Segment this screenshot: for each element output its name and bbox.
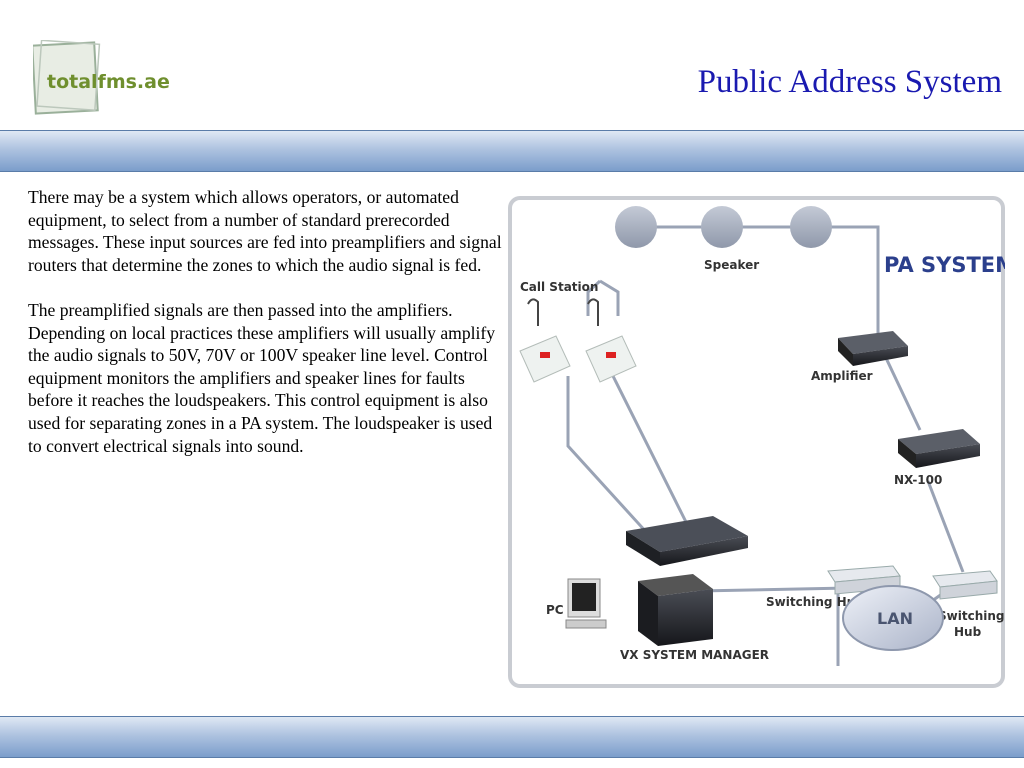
speaker-1 xyxy=(615,206,657,248)
call-station-1 xyxy=(519,298,571,383)
switching-hub-right xyxy=(932,570,998,600)
lan-cloud xyxy=(842,585,944,651)
amplifier-label: Amplifier xyxy=(811,369,873,383)
speaker-label: Speaker xyxy=(704,258,759,272)
amplifier-device xyxy=(838,331,908,366)
vx-manager-label: VX SYSTEM MANAGER xyxy=(620,648,769,662)
lan-label: LAN xyxy=(877,609,913,628)
nx100-device xyxy=(898,429,980,468)
call-station-2 xyxy=(585,298,637,383)
logo-text: totalfms.ae xyxy=(47,71,170,93)
body-text: There may be a system which allows opera… xyxy=(28,186,506,480)
diagram-title: PA SYSTEM xyxy=(884,253,1005,277)
switching-hub-left-label: Switching Hub xyxy=(766,595,864,609)
speaker-2 xyxy=(701,206,743,248)
header-bar xyxy=(0,130,1024,172)
pc-label: PC xyxy=(546,603,564,617)
company-logo: totalfms.ae xyxy=(31,39,183,118)
pa-system-diagram: Speaker PA SYSTEM Call Station Amplifier… xyxy=(508,196,1016,688)
paragraph-1: There may be a system which allows opera… xyxy=(28,187,502,275)
switching-hub-right-label-2: Hub xyxy=(954,625,982,639)
diagram-frame xyxy=(508,196,1005,688)
footer-bar xyxy=(0,716,1024,758)
page-title: Public Address System xyxy=(697,64,1002,100)
nx100-label: NX-100 xyxy=(894,473,942,487)
pc-device xyxy=(565,578,607,629)
switching-hub-right-label-1: Switching xyxy=(938,609,1004,623)
central-controller xyxy=(626,516,748,566)
paragraph-2: The preamplified signals are then passed… xyxy=(28,299,496,456)
speaker-3 xyxy=(790,206,832,248)
call-station-label: Call Station xyxy=(520,280,598,294)
vx-system-manager xyxy=(638,574,713,646)
